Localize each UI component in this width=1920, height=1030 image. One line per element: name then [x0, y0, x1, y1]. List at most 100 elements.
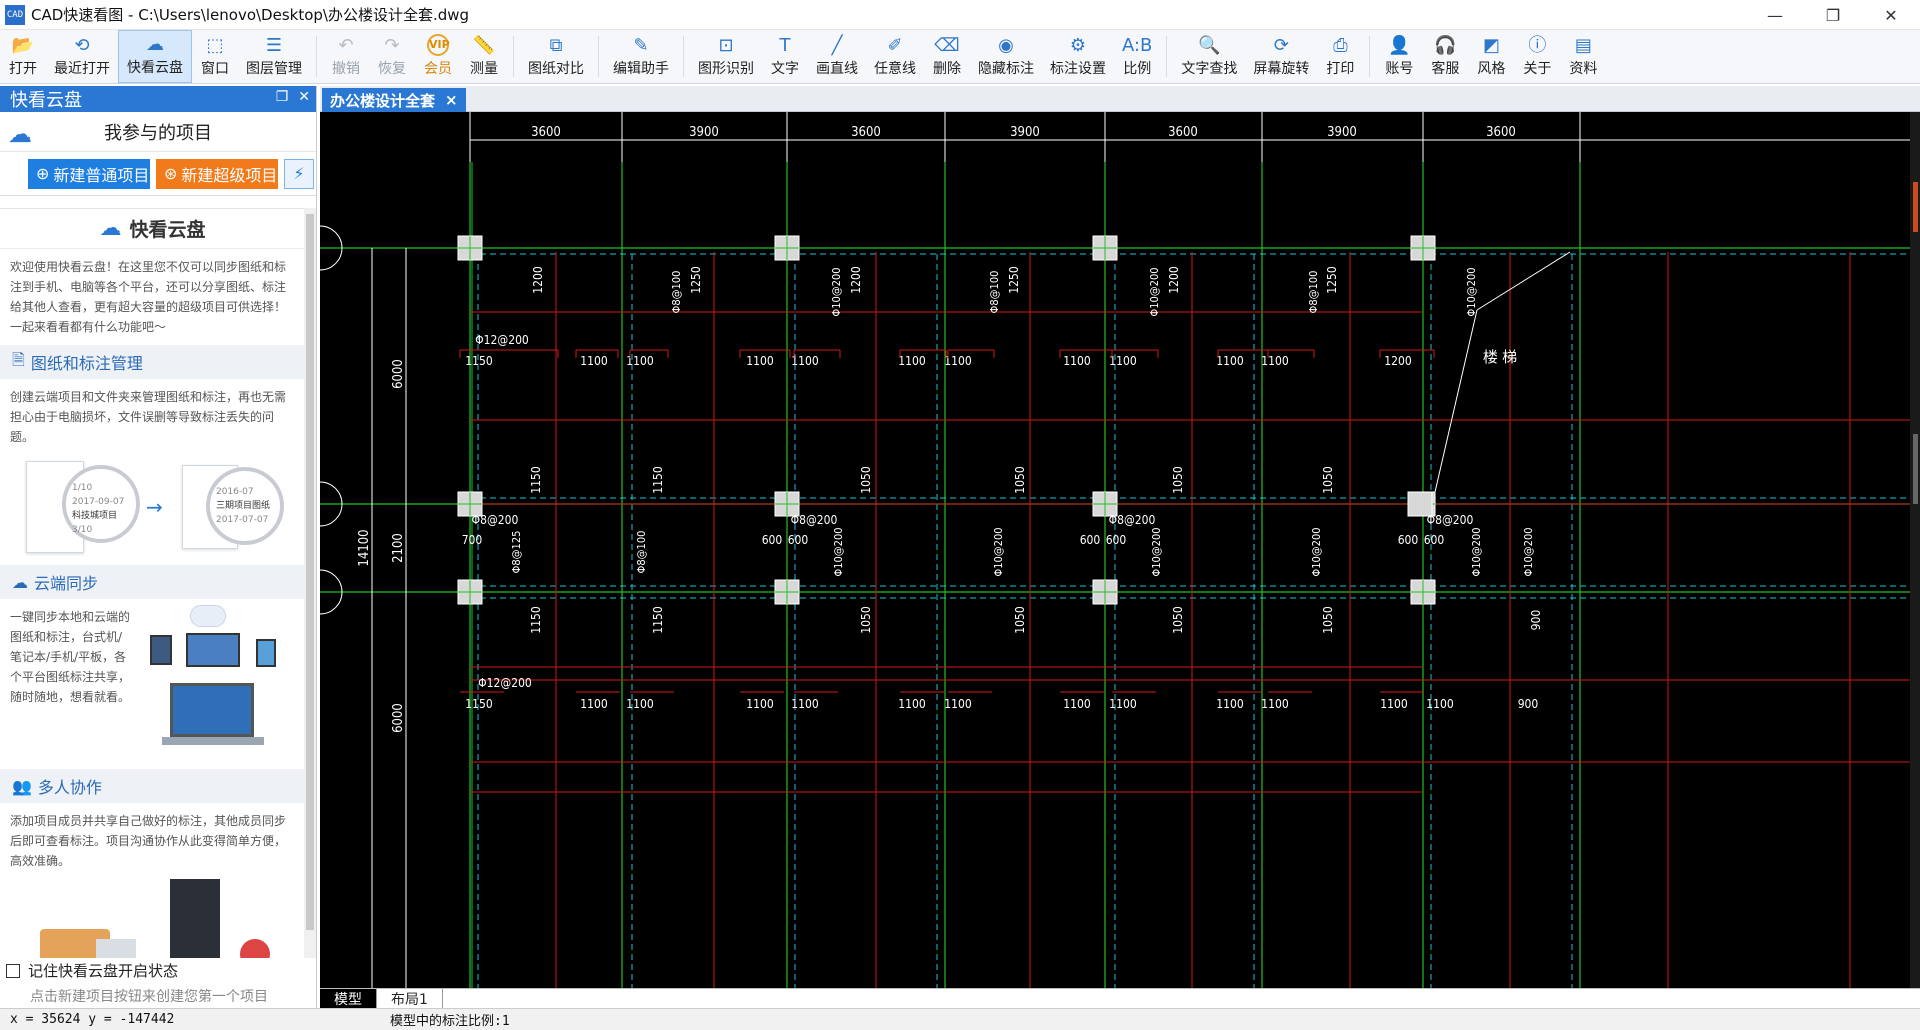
- toolbar-edit-helper-button[interactable]: ✎编辑助手: [605, 30, 677, 83]
- cloud-intro: ☁ 快看云盘 欢迎使用快看云盘！在这里您不仅可以同步图纸和标注到手机、电脑等各个…: [0, 208, 305, 958]
- toolbar-hide-annotation-button[interactable]: ◉ 隐藏标注: [970, 30, 1042, 83]
- rebar-label: Φ8@100: [988, 271, 1001, 314]
- canvas-scrollbar[interactable]: [1910, 112, 1920, 988]
- new-project-hint: 点击新建项目按钮来创建您第一个项目: [30, 989, 268, 1005]
- people-icon: 👥: [12, 776, 32, 796]
- toolbar-shape-recognize-button[interactable]: ⊡图形识别: [690, 30, 762, 83]
- hide-annotation-icon: ◉: [998, 35, 1014, 56]
- info-icon: ⓘ: [1528, 35, 1547, 56]
- sync-lightning-button[interactable]: ⚡: [284, 158, 314, 189]
- toolbar-annotation-settings-button[interactable]: ⚙标注设置: [1042, 30, 1114, 83]
- toolbar-rotate-screen-button[interactable]: ⟳屏幕旋转: [1245, 30, 1317, 83]
- rebar-length-label: 1050: [859, 466, 873, 494]
- top-dimension-label: 3600: [1486, 125, 1516, 140]
- canvas-scroll-thumb[interactable]: [1913, 434, 1918, 504]
- toolbar-label: 最近打开: [54, 61, 110, 77]
- toolbar-window-button[interactable]: ⬚窗口: [192, 30, 238, 83]
- rebar-length-label: 1150: [465, 697, 493, 711]
- toolbar-layers-button[interactable]: ☰图层管理: [238, 30, 310, 83]
- tab-office-building[interactable]: 办公楼设计全套 ×: [322, 88, 466, 112]
- toolbar-label: 图纸对比: [528, 61, 584, 77]
- rebar-label: Φ10@200: [992, 527, 1005, 576]
- toolbar-redo-button[interactable]: ↷恢复: [369, 30, 415, 83]
- rebar-label: Φ10@200: [1150, 527, 1163, 576]
- tab-layout1[interactable]: 布局1: [377, 989, 443, 1008]
- canvas-scroll-marker[interactable]: [1913, 182, 1918, 232]
- rebar-length-label: 1100: [626, 697, 654, 711]
- monitor-shape: [96, 939, 136, 958]
- restore-button[interactable]: ❐: [1825, 5, 1841, 25]
- toolbar-line-button[interactable]: ╱画直线: [808, 30, 866, 83]
- toolbar-ruler-button[interactable]: 📏测量: [461, 30, 507, 83]
- rebar-length-label: 1100: [791, 354, 819, 368]
- rebar-label: Φ12@200: [478, 676, 532, 690]
- toolbar-label: 资料: [1569, 61, 1598, 77]
- plus-circle-icon: ⊕: [36, 164, 50, 183]
- remember-state-row[interactable]: 记住快看云盘开启状态: [6, 960, 178, 981]
- toolbar-history-button[interactable]: ⟲最近打开: [46, 30, 118, 83]
- feature-body-2: 一键同步本地和云端的图纸和标注，台式机/笔记本/手机/平板，各个平台图纸标注共享…: [0, 599, 305, 769]
- feature-title-2: 云端同步: [34, 574, 99, 593]
- rebar-length-label: 1150: [529, 606, 543, 634]
- vip-icon: VIP: [427, 34, 450, 56]
- remember-checkbox[interactable]: [6, 963, 20, 978]
- toolbar-eraser-button[interactable]: ⌫删除: [924, 30, 970, 83]
- rebar-label: Φ10@200: [1465, 267, 1478, 316]
- toolbar-label: 隐藏标注: [978, 61, 1034, 77]
- layout-tab-bar: 模型 布局1: [320, 988, 1920, 1008]
- toolbar-user-button[interactable]: 👤账号: [1376, 30, 1422, 83]
- server-rack-shape: [170, 879, 220, 958]
- toolbar-undo-button[interactable]: ↶撤销: [323, 30, 369, 83]
- status-bar: x = 35624 y = -147442 模型中的标注比例:1: [0, 1008, 1920, 1030]
- panel-restore-icon[interactable]: ❐: [275, 89, 289, 105]
- rebar-length-label: 1100: [898, 697, 926, 711]
- stair-label: 楼 梯: [1483, 348, 1517, 366]
- card1-value-c: 科技城项目: [72, 511, 118, 521]
- toolbar-label: 客服: [1431, 61, 1460, 77]
- style-icon: ◩: [1482, 35, 1500, 56]
- laptop-base-shape: [162, 737, 264, 745]
- left-dimension-label: 6000: [391, 359, 406, 389]
- left-dimension-label: 6000: [391, 703, 406, 733]
- toolbar-style-button[interactable]: ◩风格: [1468, 30, 1514, 83]
- rebar-length-label: 1100: [1216, 354, 1244, 368]
- toolbar-headset-button[interactable]: 🎧客服: [1422, 30, 1468, 83]
- cursor-coordinates: x = 35624 y = -147442: [10, 1012, 175, 1027]
- rebar-length-label: 1100: [580, 354, 608, 368]
- close-window-button[interactable]: ✕: [1884, 5, 1898, 25]
- cloud-icon: ☁: [146, 34, 164, 55]
- toolbar-compare-button[interactable]: ⧉图纸对比: [520, 30, 592, 83]
- person-shape: [240, 939, 270, 958]
- feature-illustration-1: 1/10 2017-09-07 科技城项目 3/10 → 2016-07 三期项…: [0, 455, 305, 565]
- intro-scrollbar[interactable]: [304, 208, 316, 958]
- rebar-length-label: 1100: [1426, 697, 1454, 711]
- tablet-shape: [186, 633, 240, 667]
- rebar-length-label: 1100: [1109, 354, 1137, 368]
- toolbar-text-search-button[interactable]: 🔍文字查找: [1173, 30, 1245, 83]
- toolbar-cloud-button[interactable]: ☁快看云盘: [118, 30, 192, 83]
- minimize-button[interactable]: —: [1767, 5, 1783, 25]
- toolbar-folder-button[interactable]: 📂打开: [0, 30, 46, 83]
- intro-brand: ☁ 快看云盘: [0, 209, 305, 249]
- feature-title-3: 多人协作: [37, 778, 102, 797]
- tab-model[interactable]: 模型: [320, 989, 377, 1008]
- toolbar-label: 任意线: [874, 61, 916, 77]
- intro-scroll-thumb[interactable]: [306, 214, 314, 930]
- toolbar-freehand-button[interactable]: ✐任意线: [866, 30, 924, 83]
- new-normal-project-button[interactable]: ⊕ 新建普通项目: [28, 158, 150, 189]
- new-super-project-button[interactable]: ⊛ 新建超级项目: [156, 158, 278, 189]
- toolbar-docs-button[interactable]: ▤资料: [1560, 30, 1606, 83]
- doc-tab-close-icon[interactable]: ×: [445, 91, 458, 109]
- panel-close-icon[interactable]: ✕: [298, 89, 310, 105]
- toolbar-separator: [683, 36, 684, 77]
- rebar-length-label: 1100: [1063, 354, 1091, 368]
- rebar-length-label: 1100: [1261, 697, 1289, 711]
- toolbar-print-button[interactable]: ⎙打印: [1317, 30, 1363, 83]
- rebar-length-label: 1100: [1380, 697, 1408, 711]
